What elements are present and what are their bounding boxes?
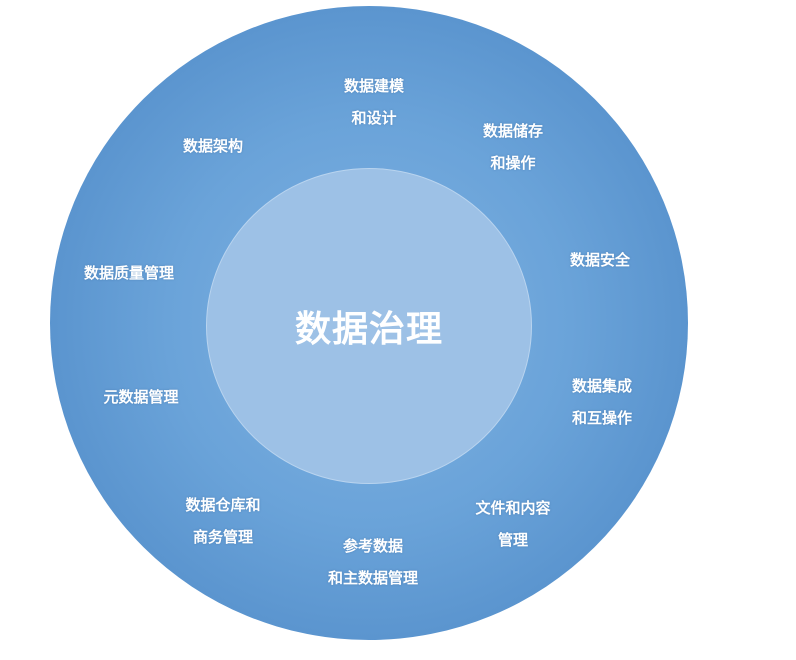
segment-dw-bi: 数据仓库和 商务管理 [185, 489, 260, 553]
center-label: 数据治理 [294, 309, 443, 350]
segment-data-storage: 数据储存 和操作 [483, 115, 543, 179]
segment-data-modeling: 数据建模 和设计 [344, 70, 404, 134]
segment-line: 元数据管理 [103, 388, 179, 406]
segment-line: 数据集成 [571, 377, 633, 395]
segment-data-security: 数据安全 [570, 244, 630, 276]
segment-line: 文件和内容 [475, 499, 551, 517]
segment-line: 数据安全 [569, 251, 631, 269]
segment-line: 和主数据管理 [327, 569, 419, 587]
segment-line: 和操作 [490, 154, 536, 172]
segment-line: 和设计 [351, 109, 397, 127]
segment-line: 参考数据 [342, 537, 404, 555]
segment-line: 数据架构 [182, 137, 244, 155]
segment-data-quality: 数据质量管理 [84, 257, 174, 289]
segment-metadata: 元数据管理 [103, 381, 178, 413]
segment-reference-master: 参考数据 和主数据管理 [328, 530, 418, 594]
segment-data-architecture: 数据架构 [183, 130, 243, 162]
segment-document-content: 文件和内容 管理 [475, 492, 550, 556]
segment-line: 数据建模 [343, 77, 405, 95]
segment-line: 数据质量管理 [83, 264, 175, 282]
inner-circle [206, 168, 532, 484]
segment-line: 数据仓库和 [185, 496, 261, 514]
segment-line: 商务管理 [192, 528, 254, 546]
segment-line: 数据储存 [482, 122, 544, 140]
segment-data-integration: 数据集成 和互操作 [572, 370, 632, 434]
segment-line: 管理 [497, 531, 529, 549]
segment-line: 和互操作 [571, 409, 633, 427]
